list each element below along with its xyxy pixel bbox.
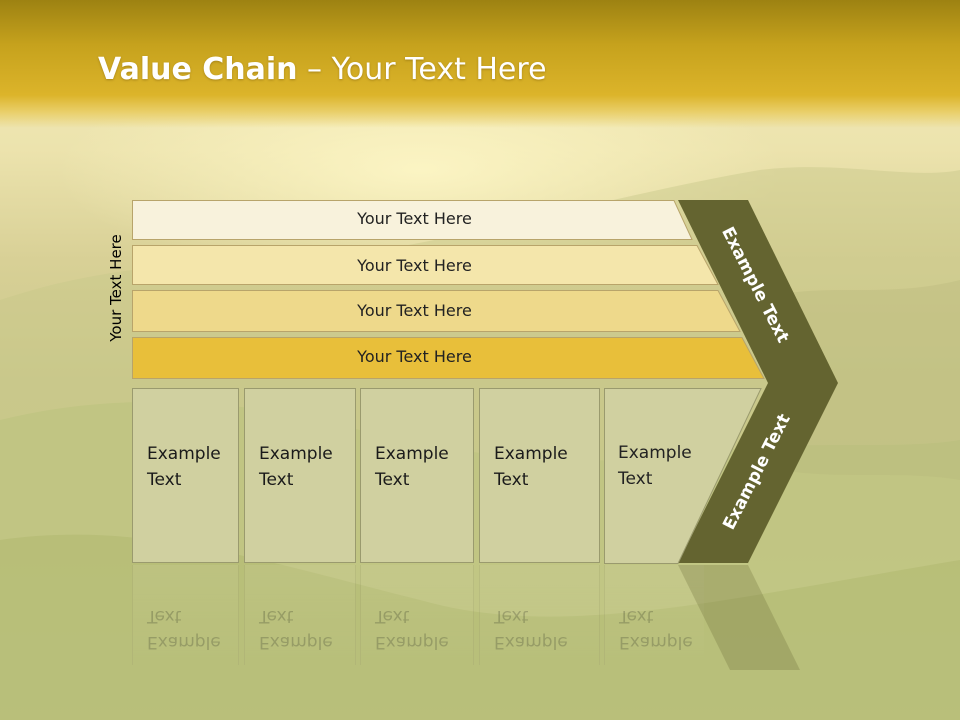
chevron-lower-arm bbox=[678, 383, 838, 563]
activity-column-label-3: Example Text bbox=[375, 444, 449, 490]
reflection-5: Example Text bbox=[604, 565, 704, 665]
bar-row-3: Your Text Here bbox=[132, 290, 744, 332]
activity-column-4: Example Text bbox=[479, 388, 600, 563]
bar-shape-4 bbox=[132, 337, 765, 379]
bar-row-4: Your Text Here bbox=[132, 337, 768, 379]
bar-label-1: Your Text Here bbox=[357, 209, 472, 228]
bar-shape-2 bbox=[132, 245, 719, 285]
vertical-axis-label: Your Text Here bbox=[107, 234, 125, 342]
reflection-label-2: Example Text bbox=[259, 606, 333, 652]
activity-column-label-5: Example Text bbox=[618, 443, 692, 489]
chevron-arrow bbox=[678, 200, 838, 563]
activity-column-label-4: Example Text bbox=[494, 444, 568, 490]
chevron-upper-arm bbox=[678, 200, 838, 383]
bar-shape-3 bbox=[132, 290, 741, 332]
activity-column-1: Example Text bbox=[132, 388, 239, 563]
bar-row-2: Your Text Here bbox=[132, 245, 722, 285]
reflection-label-3: Example Text bbox=[375, 606, 449, 652]
bar-label-2: Your Text Here bbox=[357, 256, 472, 275]
title-bold: Value Chain bbox=[98, 52, 298, 87]
slide-title: Value Chain – Your Text Here bbox=[98, 52, 547, 87]
bar-row-1: Your Text Here bbox=[132, 200, 697, 240]
activity-column-5-shape bbox=[604, 388, 762, 564]
title-band bbox=[0, 0, 960, 128]
activity-column-5: Example Text bbox=[604, 388, 724, 563]
title-rest: – Your Text Here bbox=[297, 52, 547, 87]
bar-label-3: Your Text Here bbox=[357, 301, 472, 320]
activity-column-2: Example Text bbox=[244, 388, 356, 563]
activity-column-label-1: Example Text bbox=[147, 444, 221, 490]
activity-column-label-2: Example Text bbox=[259, 444, 333, 490]
reflection-label-1: Example Text bbox=[147, 606, 221, 652]
bar-label-4: Your Text Here bbox=[357, 347, 472, 366]
chevron-reflection bbox=[678, 565, 800, 670]
reflection-label-4: Example Text bbox=[494, 606, 568, 652]
reflection-4: Example Text bbox=[479, 565, 600, 665]
reflection-1: Example Text bbox=[132, 565, 239, 665]
reflection-3: Example Text bbox=[360, 565, 474, 665]
reflection-2: Example Text bbox=[244, 565, 356, 665]
activity-column-3: Example Text bbox=[360, 388, 474, 563]
bar-shape-1 bbox=[132, 200, 693, 240]
